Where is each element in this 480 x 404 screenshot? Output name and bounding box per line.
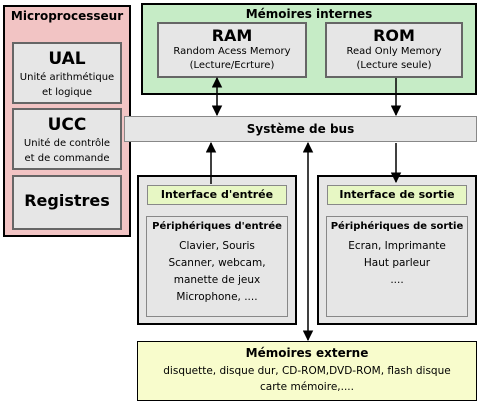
ucc-box: UCC Unité de contrôle et de commande [12, 108, 122, 170]
peripheriques-sortie-block: Interface de sortie Périphériques de sor… [317, 175, 477, 325]
microprocesseur-block: Microprocesseur UAL Unité arithmétique e… [3, 5, 131, 237]
ram-line2: (Lecture/Ecrture) [189, 60, 275, 71]
sortie-line-3: .... [390, 274, 404, 286]
entree-line-3: manette de jeux [173, 274, 261, 286]
memoires-internes-title: Mémoires internes [245, 7, 373, 21]
ucc-line1: Unité de contrôle [23, 138, 111, 149]
ucc-line2: et de commande [24, 153, 110, 164]
peripheriques-entree-box: Périphériques d'entrée Clavier, Souris S… [146, 216, 288, 317]
rom-line2: (Lecture seule) [356, 60, 432, 71]
ual-box: UAL Unité arithmétique et logique [12, 42, 122, 104]
sortie-line-2: Haut parleur [363, 257, 431, 269]
ual-line2: et logique [41, 87, 93, 98]
memoires-internes-block: Mémoires internes RAM Random Acess Memor… [141, 3, 477, 95]
peripheriques-sortie-box: Périphériques de sortie Ecran, Imprimant… [326, 216, 468, 317]
ucc-title: UCC [47, 115, 87, 135]
memoires-externe-line1: disquette, disque dur, CD-ROM,DVD-ROM, f… [163, 365, 451, 377]
ual-title: UAL [48, 49, 86, 69]
sortie-line-1: Ecran, Imprimante [348, 240, 446, 252]
ual-line1: Unité arithmétique [19, 72, 115, 83]
interface-entree-label: Interface d'entrée [160, 188, 274, 201]
ram-line1: Random Acess Memory [173, 46, 291, 57]
registres-title: Registres [24, 191, 110, 210]
memoires-externe-title: Mémoires externe [245, 346, 369, 360]
peripheriques-entree-title: Périphériques d'entrée [152, 221, 282, 232]
peripheriques-sortie-title: Périphériques de sortie [330, 221, 464, 232]
ram-box: RAM Random Acess Memory (Lecture/Ecrture… [157, 22, 307, 78]
interface-sortie: Interface de sortie [327, 185, 467, 205]
ram-title: RAM [211, 26, 253, 45]
entree-line-2: Scanner, webcam, [168, 257, 266, 269]
interface-entree: Interface d'entrée [147, 185, 287, 205]
entree-line-4: Microphone, .... [176, 291, 258, 303]
rom-box: ROM Read Only Memory (Lecture seule) [325, 22, 463, 78]
peripheriques-entree-block: Interface d'entrée Périphériques d'entré… [137, 175, 297, 325]
systeme-de-bus: Système de bus [124, 116, 477, 142]
microprocesseur-title: Microprocesseur [10, 9, 124, 23]
interface-sortie-label: Interface de sortie [339, 188, 455, 201]
rom-title: ROM [373, 26, 415, 45]
memoires-externe-block: Mémoires externe disquette, disque dur, … [137, 341, 477, 401]
rom-line1: Read Only Memory [346, 46, 442, 57]
bus-label: Système de bus [246, 122, 355, 136]
registres-box: Registres [12, 175, 122, 230]
entree-line-1: Clavier, Souris [179, 240, 255, 252]
memoires-externe-line2: carte mémoire,.... [260, 381, 354, 393]
